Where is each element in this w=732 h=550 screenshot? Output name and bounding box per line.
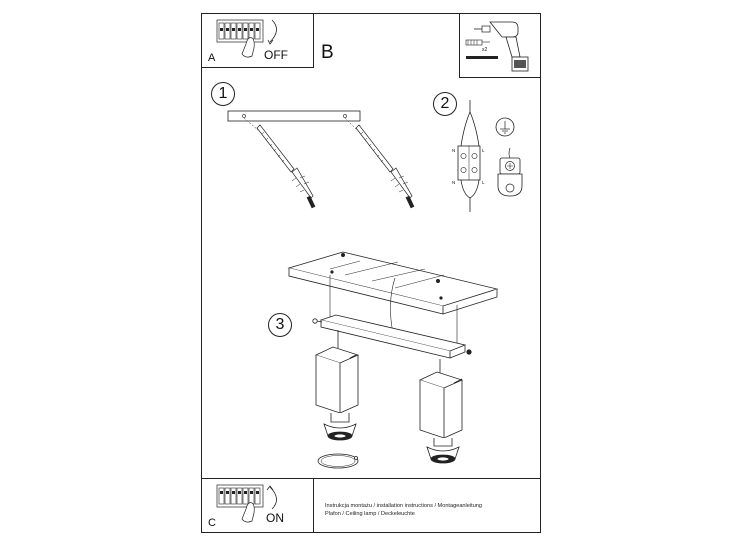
step-1-number: 1: [218, 85, 228, 102]
ground-terminal-icon: [495, 117, 523, 197]
instruction-sheet: [201, 13, 541, 533]
section-a-letter: A: [208, 52, 216, 64]
step-1-marker: 1: [211, 82, 235, 106]
power-on-panel: C ON: [201, 478, 314, 533]
wire-connector-icon: [457, 100, 481, 212]
step-3-marker: 3: [268, 313, 292, 337]
screw-left-icon: [243, 117, 316, 209]
caption-line-1: Instrukcja montażu / installation instru…: [325, 503, 483, 509]
lamp-bar: [312, 314, 472, 359]
spotlight-right-icon: [418, 359, 464, 464]
step-2-marker: 2: [433, 92, 457, 116]
caption-line-2: Plafon / Ceiling lamp / Deckeleuchte: [325, 511, 415, 517]
tools-panel: x2: [459, 13, 541, 78]
screw-right-icon: [344, 117, 415, 209]
switchboard-icon: [216, 484, 277, 523]
quantity-label: x2: [482, 47, 488, 53]
step-3-number: 3: [275, 316, 285, 333]
terminal-label-l-top: L: [482, 148, 485, 153]
terminal-label-n-top: N: [452, 148, 456, 153]
terminal-label-l-bottom: L: [482, 180, 485, 185]
switchboard-icon: [216, 19, 277, 58]
retaining-ring-icon: [317, 453, 359, 469]
power-off-panel: A OFF: [201, 13, 314, 68]
step-2-number: 2: [440, 95, 450, 112]
drill-icon: [465, 21, 529, 72]
spotlight-left-icon: [314, 330, 360, 441]
caption-divider: [314, 478, 541, 479]
section-b-letter: B: [321, 42, 334, 63]
power-off-label: OFF: [264, 48, 288, 62]
section-c-letter: C: [208, 517, 216, 529]
terminal-label-n-bottom: N: [452, 180, 456, 185]
power-on-label: ON: [266, 511, 284, 525]
ceiling-plate: [287, 251, 499, 315]
